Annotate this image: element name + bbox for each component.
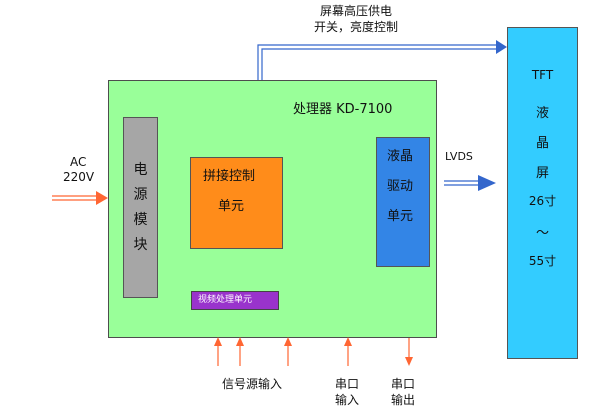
video-unit-label: 视频处理单元 [198,295,253,305]
power-module-char: 模 [133,211,148,228]
signal-input-arrow-head [214,337,222,346]
lvds-arrow-head [478,175,496,191]
ac-arrow-head [96,191,108,205]
top-arrow-head [496,40,507,54]
signal-input-arrow-head [284,337,292,346]
tft-panel-char: TFT [531,68,554,82]
tft-panel-char: ～ [535,226,549,241]
serial-input-arrow-head [344,337,352,346]
signal-input-label: 信号源输入 [222,377,283,391]
tft-panel-char: 屏 [535,166,549,181]
power-module-char: 源 [133,186,148,203]
tft-panel-char: 液 [535,106,549,121]
serial-out-line2: 输出 [391,393,416,407]
lvds-label: LVDS [445,150,473,163]
lcd-driver-unit: 液晶 驱动 单元 [376,137,430,267]
serial-in-line1: 串口 [335,377,360,391]
lcd-driver-line3: 单元 [387,209,414,224]
tft-panel-char: 26寸 [528,194,557,208]
video-processing-unit: 视频处理单元 [191,291,279,310]
top-note-line2: 开关，亮度控制 [314,20,399,34]
power-module: 电 源 模 块 [123,117,158,298]
tft-panel-char: 55寸 [528,254,557,268]
power-module-char: 块 [133,236,148,253]
splice-control-unit: 拼接控制 单元 [190,157,283,249]
serial-in-line2: 输入 [335,393,360,407]
signal-input-arrow-head [236,337,244,346]
tft-panel: TFT 液 晶 屏 26寸 ～ 55寸 [507,27,578,359]
splice-unit-line1: 拼接控制 [203,169,256,184]
ac-label-line1: AC [70,155,87,169]
top-connector-line [257,44,497,80]
ac-label-line2: 220V [63,170,95,184]
tft-panel-char: 晶 [535,136,549,151]
lcd-driver-line1: 液晶 [387,149,414,164]
top-connector-line [261,48,497,80]
processor-title: 处理器 KD-7100 [293,102,393,117]
top-note-line1: 屏幕高压供电 [320,4,393,18]
power-module-char: 电 [133,161,148,178]
serial-out-line1: 串口 [391,377,416,391]
splice-unit-line2: 单元 [218,199,245,214]
lcd-driver-line2: 驱动 [387,179,414,194]
serial-output-arrow-head [405,357,413,366]
